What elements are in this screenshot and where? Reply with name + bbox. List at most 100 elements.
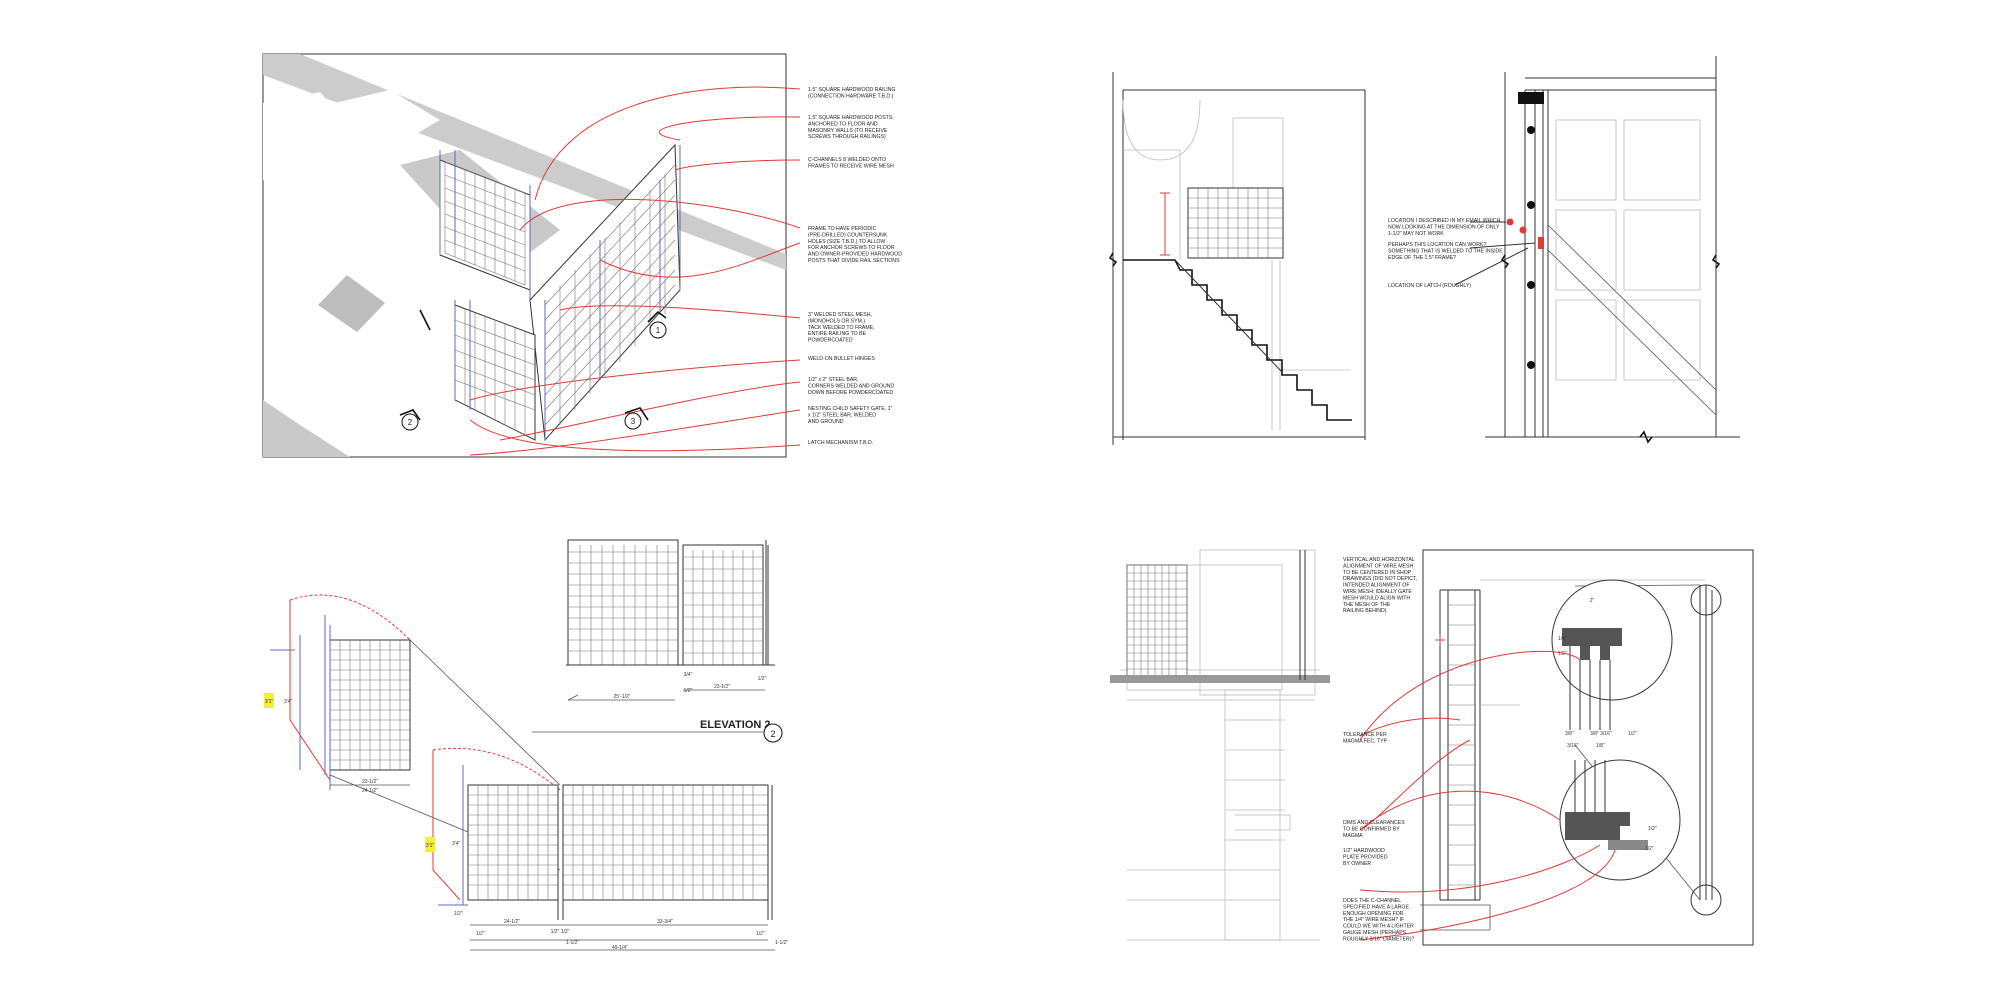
detail-dim-top: 2" bbox=[1590, 598, 1595, 604]
detail-dim-b: 1/2" bbox=[1558, 651, 1567, 657]
elevation-number-circle bbox=[763, 723, 783, 743]
detail-dim-a: 1/4" bbox=[1558, 636, 1567, 642]
iso-note-8: NESTING CHILD SAFETY GATE, 1"x 1/2" STEE… bbox=[808, 406, 893, 425]
detail-dim-d: 3/8" 3/16" bbox=[1590, 731, 1612, 737]
section-note-5-line: ROUGHLY 3/16" DIAMETER)? bbox=[1343, 936, 1415, 942]
iso-note-5-line: TACK WELDED TO FRAME, bbox=[808, 325, 875, 331]
section-note-5-line: SPECIFIED HAVE A LARGE bbox=[1343, 904, 1409, 910]
floor-slab bbox=[1110, 675, 1330, 683]
section-note-5-line: DOES THE C-CHANNEL bbox=[1343, 898, 1401, 904]
dim-top-b: 23-1/2" bbox=[714, 684, 730, 690]
gate-swing-diagram: 23-1/2" 24-1/2" 3'1" 3'4" bbox=[264, 594, 561, 871]
tag-2-label: 3'1" bbox=[426, 843, 435, 849]
iso-note-2: 1.5" SQUARE HARDWOOD POSTS,ANCHORED TO F… bbox=[808, 115, 894, 140]
latch-note-3: LOCATION OF LATCH (ROUGHLY) bbox=[1388, 283, 1471, 289]
section-cut-mark bbox=[419, 309, 431, 331]
callout-circle-bottom bbox=[1690, 884, 1722, 916]
latch-notes: LOCATION I DESCRIBED IN MY EMAIL WHICH,N… bbox=[1388, 218, 1503, 289]
section-note-1-line: VERTICAL AND HORIZONTAL bbox=[1343, 557, 1415, 563]
dim-top-d: 1/2" bbox=[684, 688, 693, 694]
section-note-1-line: THE MESH OF THE bbox=[1343, 602, 1391, 608]
iso-note-4: FRAME TO HAVE PERIODIC(PRE-DRILLED) COUN… bbox=[808, 226, 902, 264]
iso-note-6-line: WELD-ON BULLET HINGES bbox=[808, 356, 875, 362]
detail-dim-e: 1/2" bbox=[1628, 731, 1637, 737]
latch-note-1-line: 1-1/2" MAY NOT WORK bbox=[1388, 231, 1444, 237]
section-note-5-line: THE 1/4" WIRE MESH? IF bbox=[1343, 917, 1404, 923]
iso-note-4-line: (PRE-DRILLED) COUNTERSUNK bbox=[808, 232, 888, 238]
latch-option-b bbox=[1519, 226, 1527, 234]
railing-segment-front bbox=[419, 300, 536, 441]
detail-dim-c: 3/8" bbox=[1565, 731, 1574, 737]
section-note-3-line: MAGMA bbox=[1343, 833, 1363, 839]
stair-gate-mesh bbox=[1187, 187, 1284, 259]
main-elevation: 3'1" 3'4" 1/2" 24-1/2" 33-3/4" 1/2" 1/2"… bbox=[425, 747, 788, 951]
section-note-5-line: COULD WE WITH A LIGHTER bbox=[1343, 924, 1414, 930]
view-marker-1-label: 1 bbox=[656, 326, 661, 335]
section-note-1-line: DRAWINGS (DID NOT DEPICT, bbox=[1343, 576, 1417, 582]
section-note-1-line: MESH WOULD ALIGN WITH bbox=[1343, 595, 1410, 601]
detail-dim-f: 3/16" bbox=[1567, 743, 1579, 749]
iso-note-1: 1.5" SQUARE HARDWOOD RAILING(CONNECTION … bbox=[808, 87, 895, 99]
floor-patch bbox=[318, 275, 385, 332]
dim-mid: 1/2" 1/2" bbox=[551, 929, 570, 935]
iso-note-4-line: AND OWNER-PROVIDED HARDWOOD bbox=[808, 252, 902, 258]
section-note-3-line: TO BE CONFIRMED BY bbox=[1343, 826, 1400, 832]
dim-height-b: 3'4" bbox=[452, 841, 461, 847]
iso-note-2-line: ANCHORED TO FLOOR AND bbox=[808, 121, 878, 127]
iso-note-7-line: CORNERS WELDED AND GROUND bbox=[808, 383, 894, 389]
iso-note-6: WELD-ON BULLET HINGES bbox=[808, 356, 875, 362]
iso-note-8-line: x 1/2" STEEL BAR, WELDED bbox=[808, 412, 876, 418]
highlight-tag-1 bbox=[264, 693, 274, 708]
dim-low-b: 33-3/4" bbox=[657, 919, 673, 925]
dim-side: 1/2" bbox=[454, 911, 463, 917]
iso-note-5-line: ENTIRE RAILING TO BE bbox=[808, 331, 867, 337]
dim-low-g: 1-1/2" bbox=[775, 940, 788, 946]
iso-note-4-line: FOR ANCHOR SCREWS TO FLOOR bbox=[808, 245, 895, 251]
latch-note-1-line: NOW LOOKING AT THE DIMENSION OF ONLY bbox=[1388, 224, 1500, 230]
iso-note-7: 1/2" x 2" STEEL BAR,CORNERS WELDED AND G… bbox=[808, 377, 894, 396]
view-marker-3-label: 3 bbox=[631, 417, 636, 426]
stair-section-panel bbox=[1108, 72, 1366, 445]
dim-top-e: 1/2" bbox=[758, 676, 767, 682]
view-marker-3: 3 bbox=[624, 407, 649, 430]
iso-note-4-line: HOLES (SIZE T.B.D.) TO ALLOW bbox=[808, 239, 885, 245]
latch-option-c bbox=[1538, 237, 1544, 249]
iso-note-8-line: AND GROUND bbox=[808, 419, 844, 425]
iso-note-7-line: DOWN BEFORE POWDERCOATED bbox=[808, 390, 893, 396]
detail-circle-bottom: 1/2" 1/2" bbox=[1559, 759, 1681, 881]
latch-note-2: PERHAPS THIS LOCATION CAN WORK?SOMETHING… bbox=[1388, 242, 1503, 261]
iso-note-4-line: FRAME TO HAVE PERIODIC bbox=[808, 226, 877, 232]
detail-dim-h: 1/2" bbox=[1645, 846, 1654, 852]
view-marker-2: 2 bbox=[399, 409, 421, 431]
dim-gate-b: 24-1/2" bbox=[362, 788, 378, 794]
iso-note-9-line: LATCH MECHANISM T.B.D. bbox=[808, 440, 873, 446]
dim-low-c: 1/2" bbox=[476, 931, 485, 937]
iso-note-2-line: MASONRY WALLS (TO RECEIVE bbox=[808, 128, 888, 134]
iso-note-5-line: (MONOHOLS OR SYM.) bbox=[808, 318, 865, 324]
view-marker-1: 1 bbox=[647, 310, 667, 339]
latch-note-1-line: LOCATION I DESCRIBED IN MY EMAIL WHICH, bbox=[1388, 218, 1502, 224]
section-note-4-line: PLATE PROVIDED bbox=[1343, 854, 1388, 860]
railing-segment-upper bbox=[439, 150, 531, 300]
iso-note-3-line: FRAMES TO RECEIVE WIRE MESH bbox=[808, 163, 894, 169]
section-detail-panel: 2" 1/4" 1/2" 3/8" 3/8" 3/16" 1/2" 3/16" … bbox=[1110, 549, 1754, 946]
dim-low-f: 1-1/2" bbox=[566, 940, 579, 946]
latch-note-2-line: SOMETHING THAT IS WELDED TO THE INSIDE bbox=[1388, 248, 1503, 254]
latch-top-block bbox=[1518, 92, 1544, 104]
hinge-dots bbox=[1527, 126, 1535, 369]
dim-height-a: 3'4" bbox=[284, 699, 293, 705]
dim-low-d: 1/2" bbox=[756, 931, 765, 937]
isometric-view-panel: 1.5" SQUARE HARDWOOD RAILING(CONNECTION … bbox=[262, 53, 902, 458]
iso-note-7-line: 1/2" x 2" STEEL BAR, bbox=[808, 377, 859, 383]
iso-note-2-line: 1.5" SQUARE HARDWOOD POSTS, bbox=[808, 115, 894, 121]
iso-note-5-line: POWDERCOATED bbox=[808, 338, 853, 344]
iso-note-1-line: 1.5" SQUARE HARDWOOD RAILING bbox=[808, 87, 895, 93]
latch-detail-panel: LOCATION I DESCRIBED IN MY EMAIL WHICH,N… bbox=[1388, 56, 1740, 444]
highlight-tag-2 bbox=[425, 837, 435, 852]
section-note-4-line: 1/2" HARDWOOD bbox=[1343, 848, 1385, 854]
